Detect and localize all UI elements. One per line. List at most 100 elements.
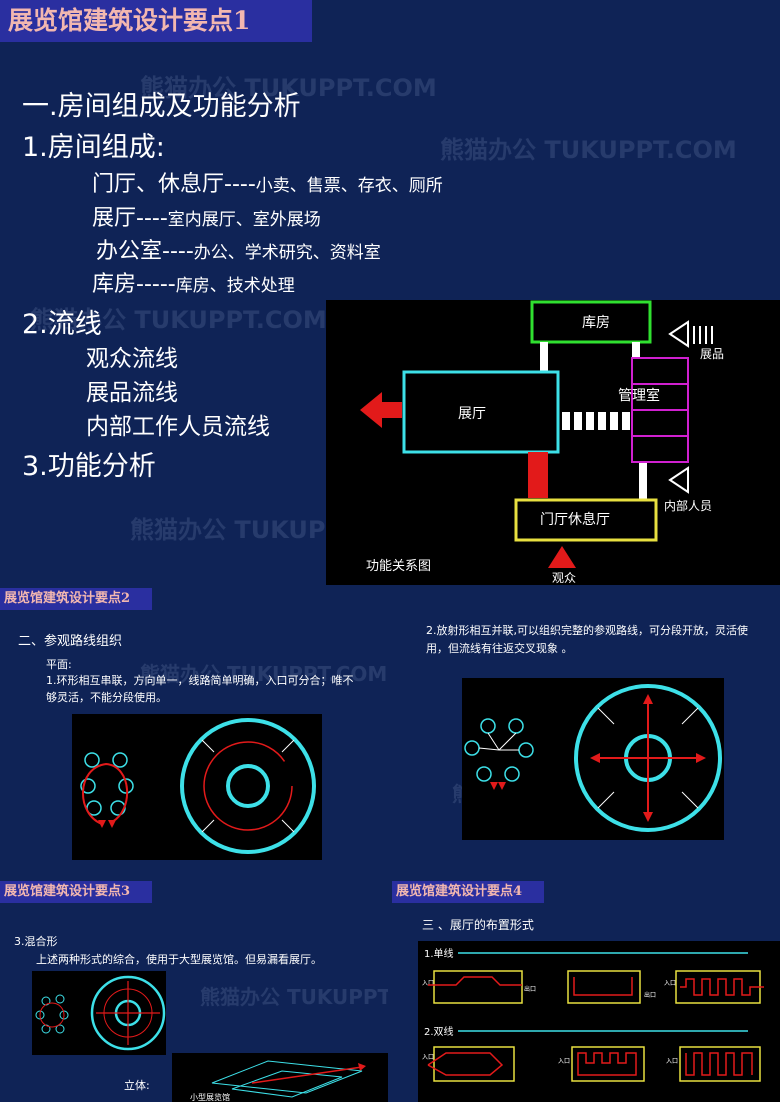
watermark: 熊猫办公 TUKUPPT.COM <box>200 985 388 1009</box>
route <box>428 976 522 986</box>
red-cross <box>96 981 160 1045</box>
entrance-label: 入口 <box>558 1058 570 1065</box>
entrance-label: 入口 <box>664 980 676 987</box>
room-item: 库房-----库房、技术处理 <box>92 272 295 297</box>
exhibit-lines <box>693 326 713 344</box>
exit-arrow-icon <box>360 392 402 428</box>
radial-diagram-svg <box>464 684 722 832</box>
red-route <box>251 1066 363 1084</box>
arrow-icon <box>98 820 106 828</box>
watermark: 熊猫办公 TUKUPPT.COM <box>440 136 737 164</box>
hall-box <box>679 1046 761 1082</box>
entrance-label: 入口 <box>422 1054 434 1061</box>
arrow-icon <box>108 820 116 828</box>
subheading-flows: 2.流线 <box>22 309 102 340</box>
slide-2: 熊猫办公 TUKUPPT.COM 展览馆建筑设计要点2 二、参观路线组织 平面:… <box>0 588 388 878</box>
arrow-icon <box>590 694 706 822</box>
outer-ring <box>574 684 722 832</box>
function-diagram-svg: 库房 展厅 <box>360 300 724 585</box>
slide-3: 熊猫办公 TUKUPPT.COM 2.放射形相互并联,可以组织完整的参观路线，可… <box>392 588 780 878</box>
hall-box <box>402 370 560 454</box>
ring-diagram-svg <box>80 718 316 854</box>
radial-diagram <box>462 678 724 840</box>
slide-title: 展览馆建筑设计要点3 <box>0 881 152 903</box>
function-diagram: 库房 展厅 <box>326 300 780 585</box>
storage-box <box>530 300 652 344</box>
entrance-label: 入口 <box>666 1058 678 1065</box>
hall-box <box>433 970 523 1004</box>
exhibit-arrow-icon <box>668 320 689 348</box>
exhibit-label: 展品 <box>700 347 724 361</box>
room-item: 门厅、休息厅----小卖、售票、存衣、厕所 <box>92 172 443 197</box>
room-item: 办公室----办公、学术研究、资料室 <box>96 239 381 264</box>
staff-arrow-icon <box>668 466 689 494</box>
slide-title: 展览馆建筑设计要点1 <box>0 0 312 42</box>
hall-label: 展厅 <box>458 406 486 422</box>
office-label: 管理室 <box>618 387 660 404</box>
row-label: 1.单线 <box>424 947 454 960</box>
slide-4: 熊猫办公 TUKUPPT.COM 展览馆建筑设计要点3 3.混合形 上述两种形式… <box>0 881 388 1102</box>
spokes <box>201 739 295 833</box>
flow-item: 内部工作人员流线 <box>86 414 270 440</box>
corridor <box>562 412 630 430</box>
3d-caption: 小型展览馆 <box>190 1092 230 1102</box>
exit-label: 出口 <box>644 991 656 999</box>
mixed-description: 上述两种形式的综合，使用于大型展览馆。但易漏看展厅。 <box>36 953 322 966</box>
lobby-box <box>514 498 658 542</box>
room-item: 展厅----室内展厅、室外展场 <box>92 206 321 231</box>
ring-path <box>82 762 128 825</box>
spokes <box>478 732 519 751</box>
diagram-caption: 功能关系图 <box>366 559 431 574</box>
route <box>685 1052 753 1076</box>
visitor-label: 观众 <box>552 571 576 585</box>
layout-diagram: 1.单线 入口 出口 出口 入口 2.双线 入口 入口 入口 <box>418 941 780 1102</box>
slide-title: 展览馆建筑设计要点4 <box>392 881 544 903</box>
ring-description: 1.环形相互串联，方向单一，线路简单明确，入口可分合；唯不够灵活，不能分段使用。 <box>46 674 354 704</box>
connector <box>632 342 640 358</box>
row-label: 2.双线 <box>424 1025 454 1038</box>
mixed-diagram <box>32 971 166 1055</box>
section-heading: 3.混合形 <box>14 935 58 948</box>
arrow-icon <box>490 782 498 790</box>
red-route <box>203 741 293 831</box>
visitor-arrow-icon <box>548 546 576 568</box>
connector <box>639 462 647 500</box>
section-heading: 三 、展厅的布置形式 <box>422 918 534 932</box>
red-connector <box>528 452 548 498</box>
route <box>680 978 764 996</box>
plan-label: 平面: <box>46 658 72 671</box>
flow-item: 观众流线 <box>86 346 178 372</box>
connector <box>540 342 548 372</box>
exit-label: 出口 <box>524 985 536 993</box>
outer-ring <box>180 718 316 854</box>
outer-ring <box>90 975 166 1051</box>
hall-box <box>433 1046 515 1082</box>
slide-1: 熊猫办公 TUKUPPT.COM 熊猫办公 TUKUPPT.COM 熊猫办公 T… <box>0 0 780 585</box>
flow-item: 展品流线 <box>86 380 178 406</box>
radial-description: 2.放射形相互并联,可以组织完整的参观路线，可分段开放，灵活使用，但流线有往返交… <box>426 624 748 655</box>
route <box>427 1052 504 1076</box>
entrance-label: 入口 <box>422 980 434 987</box>
slide-title: 展览馆建筑设计要点2 <box>0 588 152 610</box>
hall-box <box>571 1046 645 1082</box>
hall-box <box>567 970 641 1004</box>
staff-label: 内部人员 <box>664 498 712 513</box>
office-box <box>631 357 689 463</box>
spokes <box>597 707 699 809</box>
red-route <box>39 1002 65 1028</box>
arrow-icon <box>498 782 506 790</box>
subheading-analysis: 3.功能分析 <box>22 451 156 482</box>
slide-5: 展览馆建筑设计要点4 三 、展厅的布置形式 1.单线 入口 出口 出口 入口 2… <box>392 881 780 1102</box>
room-circles <box>80 752 134 816</box>
mixed-diagram-svg <box>35 975 166 1051</box>
layout-diagram-svg: 1.单线 入口 出口 出口 入口 2.双线 入口 入口 入口 <box>422 947 764 1082</box>
subheading-rooms: 1.房间组成: <box>22 132 165 163</box>
3d-label: 立体: <box>124 1079 150 1092</box>
section-heading: 一.房间组成及功能分析 <box>22 91 301 122</box>
ring-diagram <box>72 714 322 860</box>
storage-label: 库房 <box>582 315 610 331</box>
3d-diagram: 小型展览馆 <box>172 1053 388 1102</box>
inner-ring <box>226 764 270 808</box>
3d-diagram-svg: 小型展览馆 <box>190 1060 366 1102</box>
lobby-label: 门厅休息厅 <box>540 511 610 528</box>
